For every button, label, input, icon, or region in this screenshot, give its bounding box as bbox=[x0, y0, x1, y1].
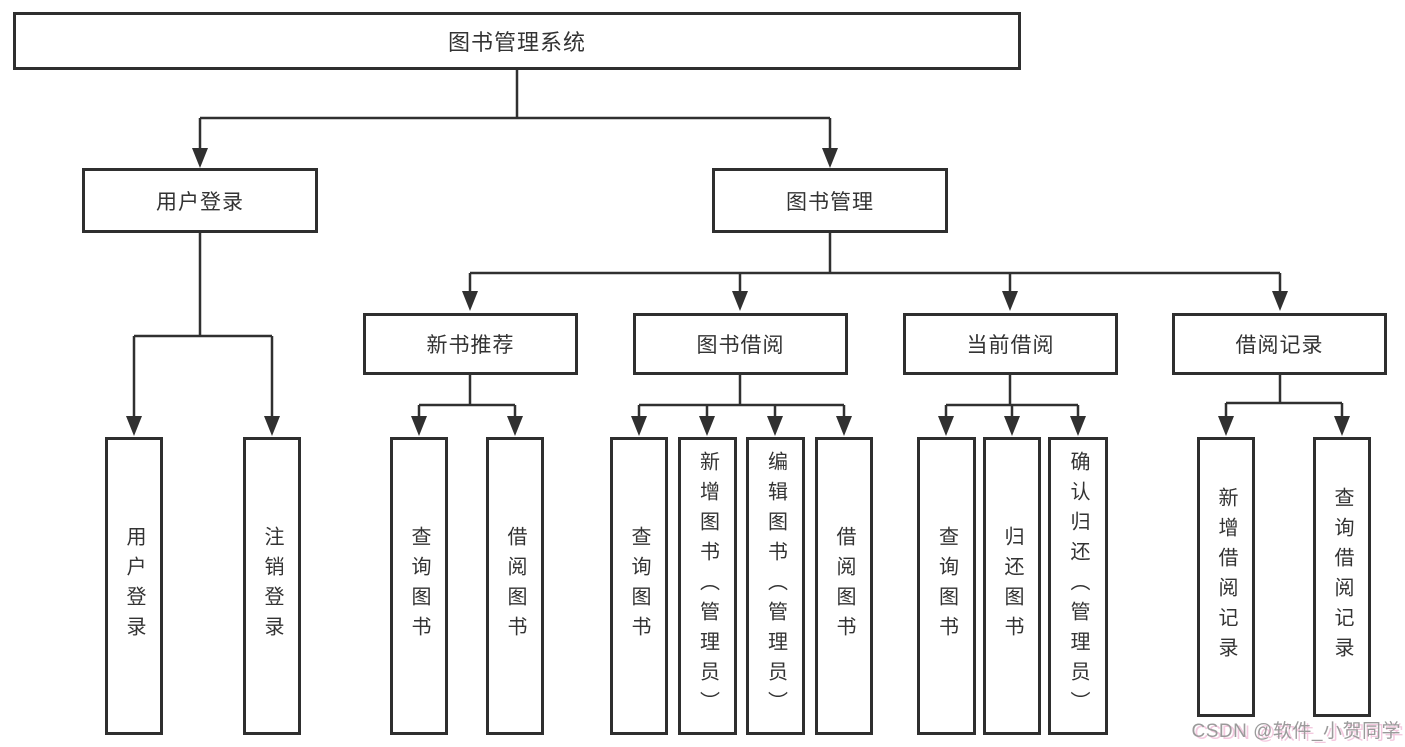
connector-records-leaves bbox=[1224, 375, 1344, 418]
node-label: 用户登录 bbox=[156, 190, 244, 214]
node-label: 当前借阅 bbox=[966, 334, 1055, 357]
connector-borrow-leaves bbox=[637, 375, 846, 418]
node-label: 编辑图书（管理员） bbox=[764, 451, 787, 721]
node-label: 确认归还（管理员） bbox=[1067, 451, 1089, 721]
arrowhead-icon bbox=[411, 416, 427, 436]
arrowhead-icon bbox=[1070, 416, 1086, 436]
leaf-borrow-books-borrow: 借阅图书 bbox=[815, 437, 873, 735]
arrowhead-icon bbox=[699, 416, 715, 436]
arrowhead-icon bbox=[767, 416, 783, 436]
arrowhead-icon bbox=[507, 416, 523, 436]
arrowhead-icon bbox=[836, 416, 852, 436]
node-label: 用户登录 bbox=[123, 526, 145, 646]
arrowhead-icon bbox=[264, 416, 280, 436]
node-label: 借阅图书 bbox=[833, 526, 855, 646]
node-label: 新书推荐 bbox=[426, 334, 515, 357]
node-user-login: 用户登录 bbox=[82, 168, 318, 233]
node-book-borrowing: 图书借阅 bbox=[633, 313, 848, 375]
arrowhead-icon bbox=[822, 148, 838, 168]
arrowhead-icon bbox=[192, 148, 208, 168]
connector-recommend-leaves bbox=[417, 375, 517, 418]
connector-login-leaves bbox=[132, 233, 274, 418]
arrowhead-icon bbox=[938, 416, 954, 436]
node-label: 借阅图书 bbox=[504, 526, 526, 646]
node-current-borrowing: 当前借阅 bbox=[903, 313, 1118, 375]
node-label: 新增借阅记录 bbox=[1215, 487, 1237, 667]
node-library-management-system: 图书管理系统 bbox=[13, 12, 1021, 70]
node-label: 归还图书 bbox=[1001, 526, 1023, 646]
watermark: CSDN @软件_小贺同学 bbox=[1192, 716, 1401, 743]
arrowhead-icon bbox=[1218, 416, 1234, 436]
leaf-edit-book-admin: 编辑图书（管理员） bbox=[746, 437, 805, 735]
leaf-add-borrow-record: 新增借阅记录 bbox=[1197, 437, 1255, 717]
leaf-query-books-borrow: 查询图书 bbox=[610, 437, 668, 735]
arrowhead-icon bbox=[1002, 291, 1018, 311]
arrowhead-icon bbox=[1004, 416, 1020, 436]
node-book-management: 图书管理 bbox=[712, 168, 948, 233]
node-label: 查询图书 bbox=[628, 526, 650, 646]
leaf-user-login: 用户登录 bbox=[105, 437, 163, 735]
arrowhead-icon bbox=[462, 291, 478, 311]
arrowhead-icon bbox=[631, 416, 647, 436]
node-label: 图书管理 bbox=[786, 190, 874, 214]
leaf-query-borrow-record: 查询借阅记录 bbox=[1313, 437, 1371, 717]
arrowhead-icon bbox=[126, 416, 142, 436]
node-new-book-recommend: 新书推荐 bbox=[363, 313, 578, 375]
node-label: 图书管理系统 bbox=[447, 30, 586, 55]
leaf-query-books-current: 查询图书 bbox=[917, 437, 976, 735]
connector-mgmt-level3 bbox=[468, 233, 1282, 293]
leaf-add-book-admin: 新增图书（管理员） bbox=[678, 437, 737, 735]
node-label: 图书借阅 bbox=[696, 334, 785, 357]
leaf-logout: 注销登录 bbox=[243, 437, 301, 735]
node-label: 查询借阅记录 bbox=[1331, 487, 1353, 667]
node-borrowing-records: 借阅记录 bbox=[1172, 313, 1387, 375]
node-label: 查询图书 bbox=[935, 526, 958, 646]
leaf-confirm-return-admin: 确认归还（管理员） bbox=[1048, 437, 1108, 735]
leaf-borrow-books-recommend: 借阅图书 bbox=[486, 437, 544, 735]
watermark-text: CSDN @软件_小贺同学 bbox=[1191, 721, 1401, 742]
node-label: 新增图书（管理员） bbox=[696, 451, 719, 721]
node-label: 注销登录 bbox=[261, 526, 283, 646]
node-label: 查询图书 bbox=[408, 526, 430, 646]
node-label: 借阅记录 bbox=[1235, 334, 1324, 357]
leaf-return-books: 归还图书 bbox=[983, 437, 1041, 735]
arrowhead-icon bbox=[732, 291, 748, 311]
arrowhead-icon bbox=[1334, 416, 1350, 436]
connector-current-leaves bbox=[944, 375, 1080, 418]
arrowhead-icon bbox=[1272, 291, 1288, 311]
leaf-query-books-recommend: 查询图书 bbox=[390, 437, 448, 735]
connector-root-level2 bbox=[198, 70, 832, 150]
